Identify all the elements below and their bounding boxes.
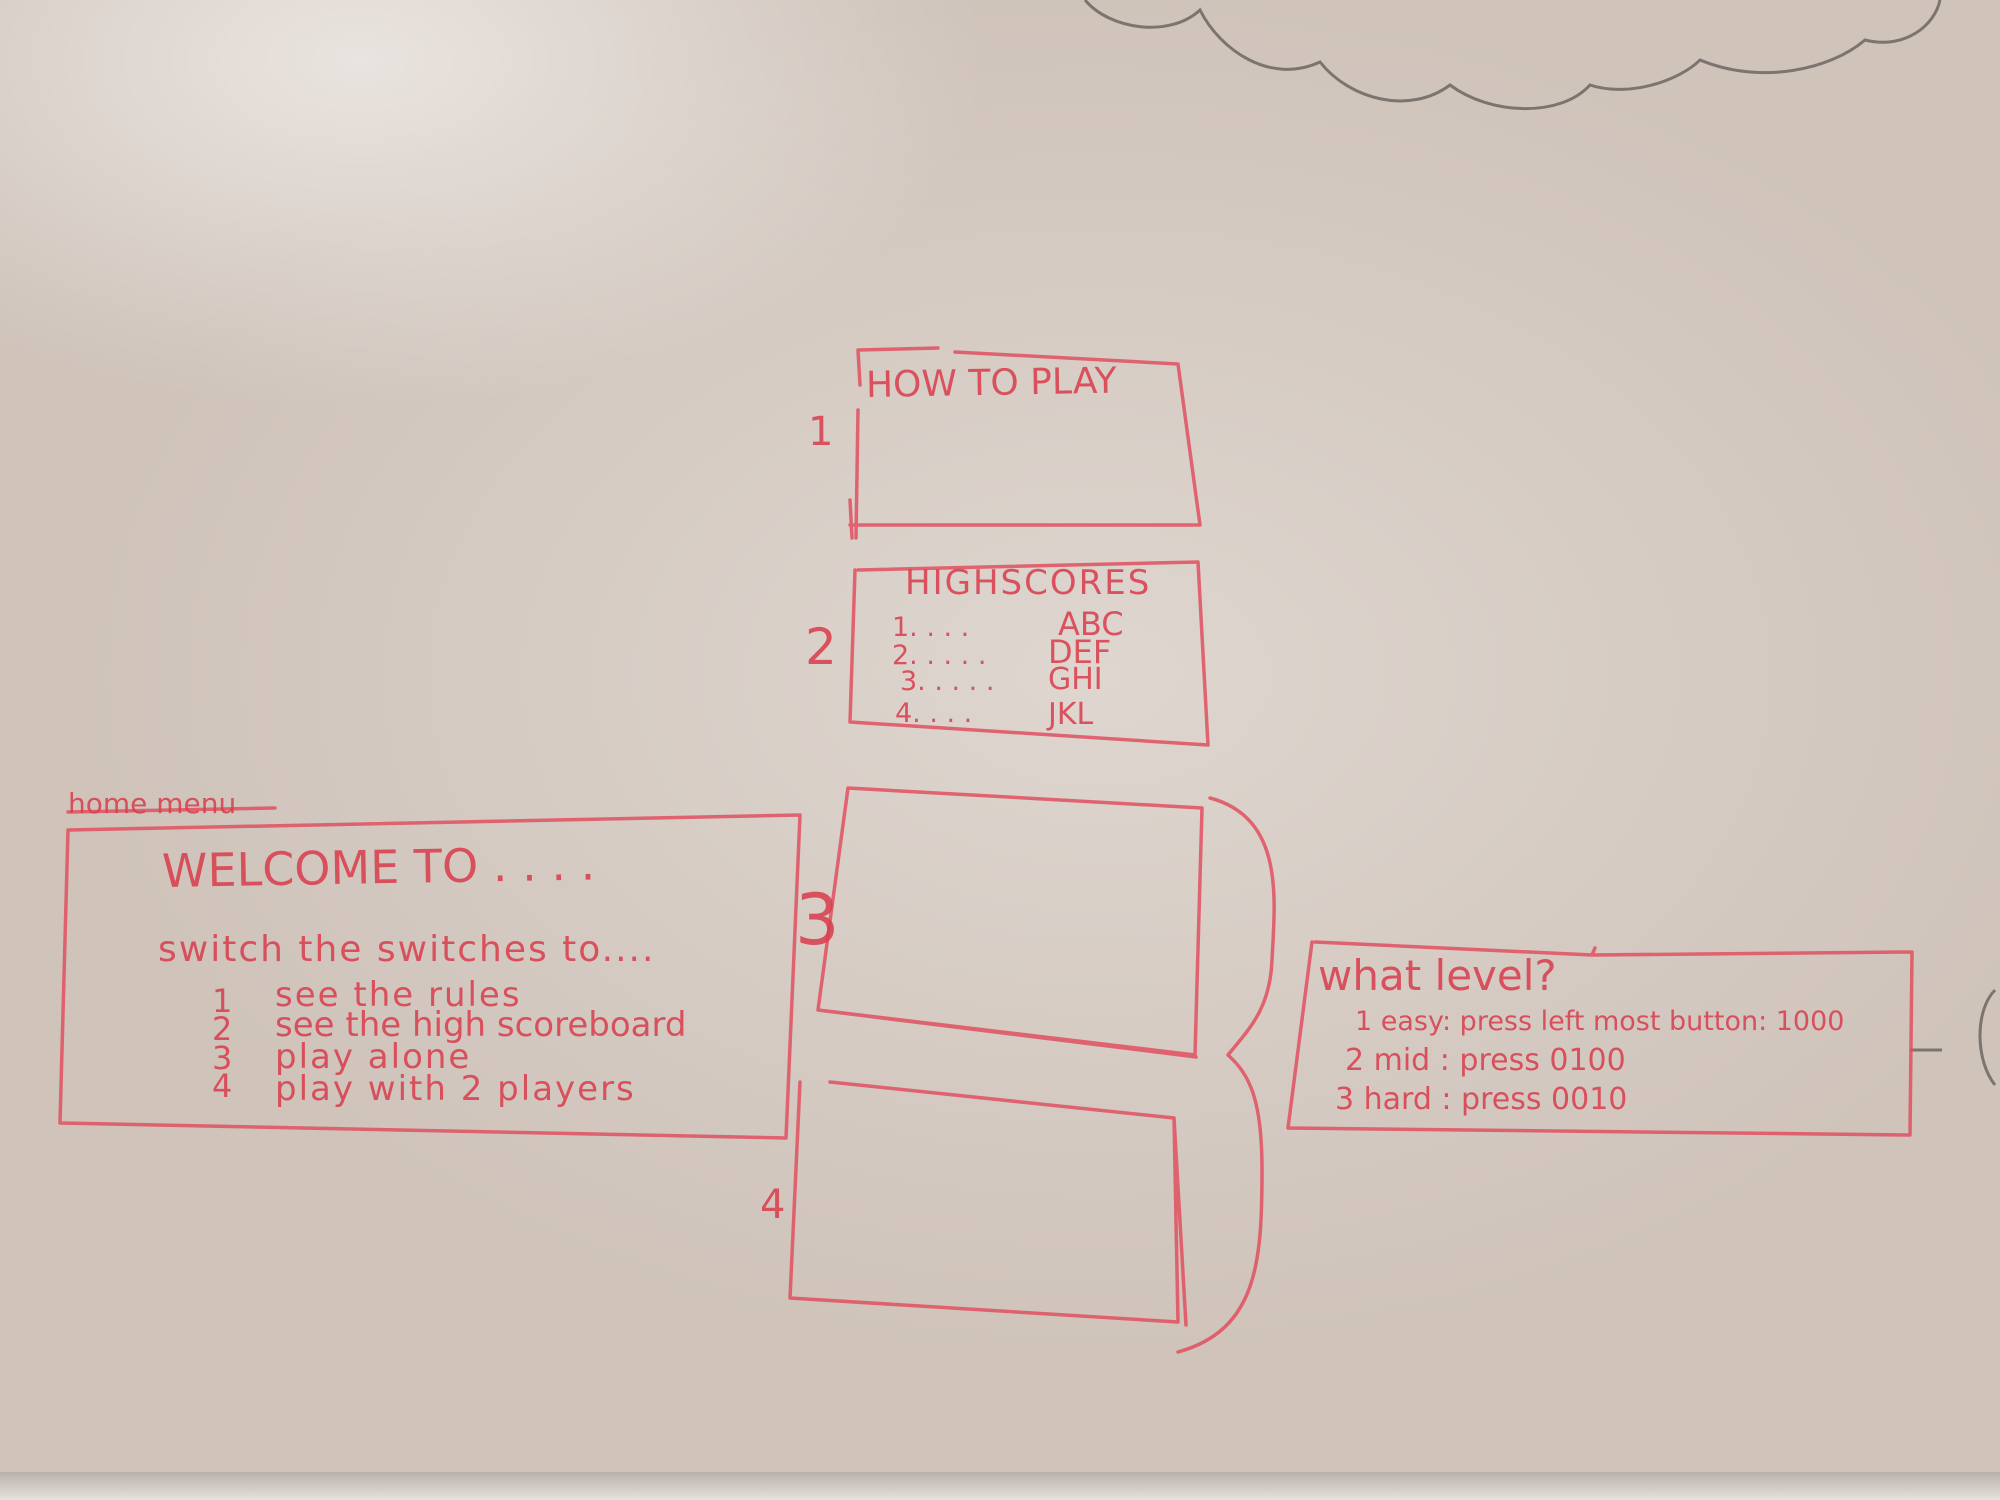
highscore-rank-4: 4. . . . <box>895 698 973 729</box>
menu-option-text-4: play with 2 players <box>275 1069 636 1109</box>
level-option-mid: 2 mid : press 0100 <box>1345 1043 1626 1078</box>
switch-instruction: switch the switches to.... <box>158 929 656 970</box>
level-option-hard: 3 hard : press 0010 <box>1335 1082 1628 1117</box>
highscore-rank-3: 3. . . . . <box>900 666 995 697</box>
highscores-box <box>848 560 1210 747</box>
menu-option-number-4: 4 <box>212 1067 233 1105</box>
menu-option-text-1: see the rules <box>275 975 522 1015</box>
single-player-box <box>816 786 1204 1059</box>
curly-brace <box>1176 796 1276 1354</box>
home-menu-box <box>58 806 802 1140</box>
marker-tray <box>0 1472 2000 1500</box>
menu-option-number-1: 1 <box>212 982 233 1020</box>
highscores-title: HIGHSCORES <box>905 563 1152 603</box>
screen-number-4: 4 <box>760 1182 786 1228</box>
menu-option-text-2: see the high scoreboard <box>275 1005 687 1045</box>
two-players-box <box>788 1080 1188 1327</box>
level-option-easy: 1 easy: press left most button: 1000 <box>1355 1006 1845 1037</box>
highscore-name-4: JKL <box>1048 697 1094 732</box>
level-select-title: what level? <box>1318 951 1557 1000</box>
screen-number-1: 1 <box>808 409 834 455</box>
menu-option-number-3: 3 <box>212 1039 233 1077</box>
highscore-rank-1: 1. . . . <box>892 612 970 643</box>
screen-number-2: 2 <box>805 618 837 676</box>
home-menu-label: home menu <box>68 787 237 820</box>
grey-edge-mark <box>1978 988 1997 1086</box>
screen-number-3: 3 <box>795 879 840 961</box>
welcome-heading: WELCOME TO . . . . <box>161 836 596 898</box>
highscore-rank-2: 2. . . . . <box>892 640 987 671</box>
highscore-name-2: DEF <box>1048 633 1112 671</box>
how-to-play-box <box>848 346 1202 540</box>
cloud-doodle <box>1083 0 1942 111</box>
highscore-name-3: GHI <box>1048 662 1103 697</box>
level-select-box <box>1286 940 1914 1137</box>
menu-option-number-2: 2 <box>212 1010 233 1048</box>
how-to-play-title: HOW TO PLAY <box>865 360 1117 406</box>
menu-option-text-3: play alone <box>275 1037 472 1077</box>
highscore-name-1: ABC <box>1058 605 1124 643</box>
